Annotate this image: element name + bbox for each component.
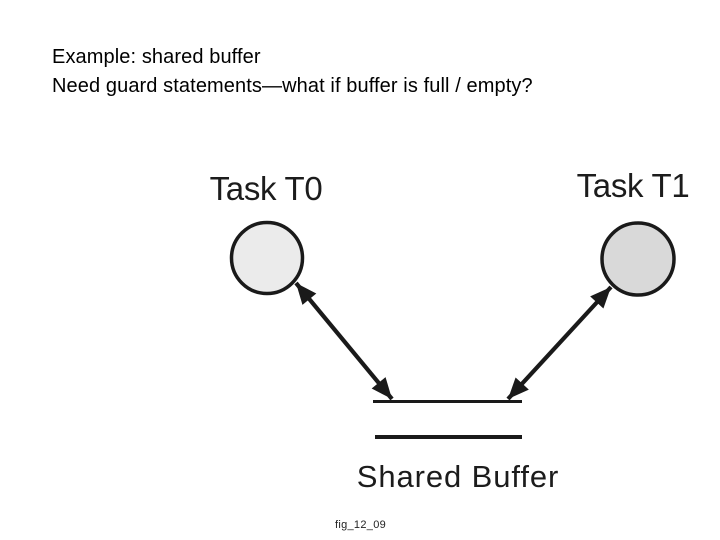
t0-buffer-arrow	[294, 281, 394, 401]
t1-buffer-arrow	[506, 285, 613, 401]
task-t0-circle	[229, 220, 305, 296]
shared-buffer-label: Shared Buffer	[356, 459, 560, 494]
task-t0-label: Task T0	[209, 170, 323, 207]
title-line-2: Need guard statements—what if buffer is …	[52, 75, 533, 97]
task-t1-circle	[600, 221, 676, 297]
task-t1-label: Task T1	[576, 167, 690, 204]
title-line-1: Example: shared buffer	[52, 46, 261, 68]
slide-title: Example: shared buffer Need guard statem…	[52, 43, 533, 101]
figure-caption: fig_12_09	[335, 519, 387, 531]
